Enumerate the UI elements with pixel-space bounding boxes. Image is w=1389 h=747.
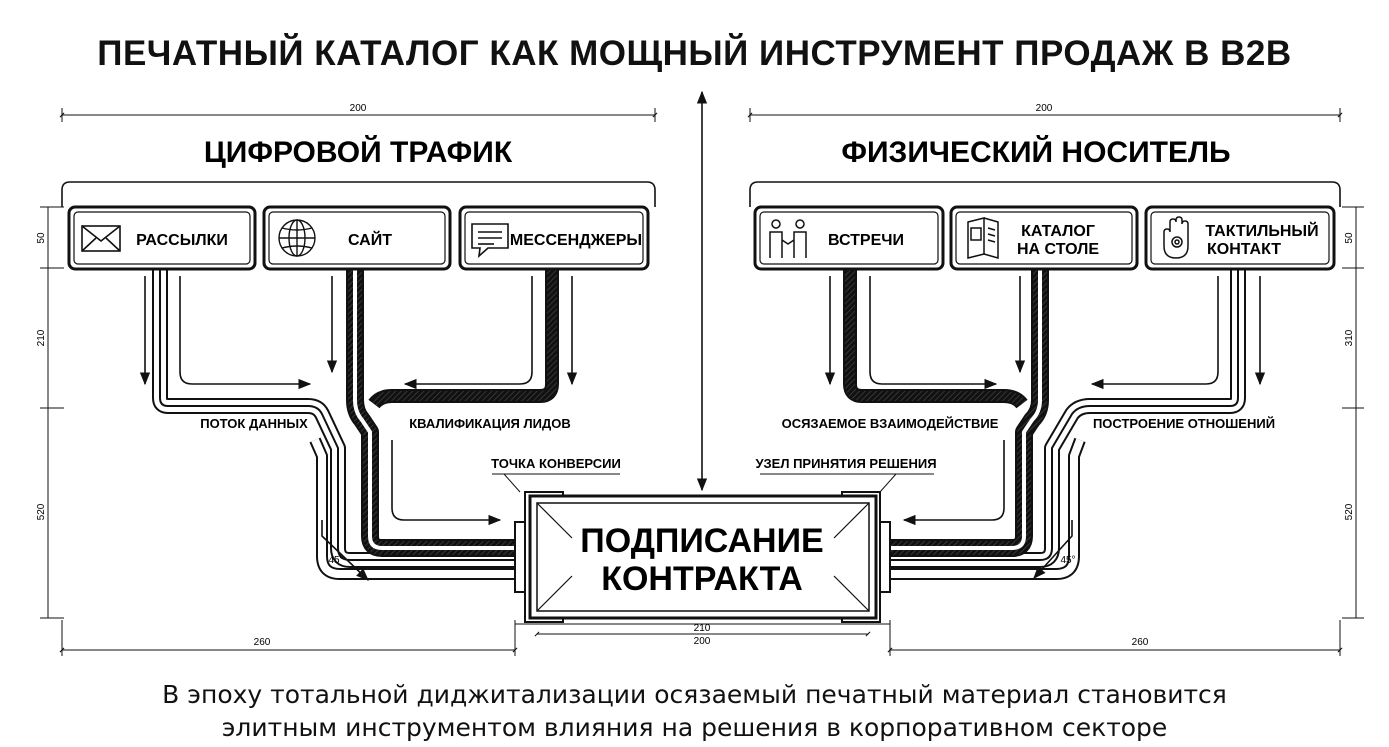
left-callout: ТОЧКА КОНВЕРСИИ (491, 456, 621, 471)
right-flow-label-2: ПОСТРОЕНИЕ ОТНОШЕНИЙ (1093, 416, 1275, 431)
left-dim-low: 520 (36, 503, 47, 520)
contract-block (514, 491, 891, 623)
messengers-label: МЕССЕНДЖЕРЫ (510, 232, 642, 249)
right-width-dim: 200 (1036, 103, 1053, 114)
diagram-title: ПЕЧАТНЫЙ КАТАЛОГ КАК МОЩНЫЙ ИНСТРУМЕНТ П… (97, 34, 1292, 73)
left-pipes (152, 270, 559, 580)
handshake-people-icon (769, 219, 807, 258)
tactile-label-2: КОНТАКТ (1207, 241, 1281, 258)
left-width-dim: 200 (350, 103, 367, 114)
mailings-label: РАССЫЛКИ (136, 232, 228, 249)
website-label: САЙТ (348, 230, 392, 249)
source-box-mailings: РАССЫЛКИ (67, 205, 257, 271)
tactile-label-1: ТАКТИЛЬНЫЙ (1205, 221, 1318, 240)
center-dimensions (515, 623, 890, 637)
contract-line-1: ПОДПИСАНИЕ (580, 522, 823, 560)
right-flow-arrows (824, 276, 1266, 579)
hand-touch-icon (1163, 216, 1189, 259)
caption: В эпоху тотальной диджитализации осязаем… (0, 678, 1389, 744)
catalog-label-1: КАТАЛОГ (1021, 223, 1095, 240)
source-box-website: САЙТ (262, 205, 452, 271)
center-dim-top: 210 (694, 623, 711, 634)
catalog-book-icon (967, 217, 999, 259)
left-flow-arrows (139, 276, 578, 581)
contract-line-2: КОНТРАКТА (601, 560, 803, 598)
source-box-messengers: МЕССЕНДЖЕРЫ (458, 205, 650, 271)
right-dim-low: 520 (1344, 503, 1355, 520)
globe-icon (278, 219, 316, 257)
right-callout: УЗЕЛ ПРИНЯТИЯ РЕШЕНИЯ (755, 456, 936, 471)
left-flow-label-2: КВАЛИФИКАЦИЯ ЛИДОВ (409, 416, 570, 431)
right-callout-leader (879, 473, 897, 493)
source-box-meetings: ВСТРЕЧИ (753, 205, 945, 271)
left-dim-bottom: 260 (254, 637, 271, 648)
catalog-label-2: НА СТОЛЕ (1017, 241, 1099, 258)
right-dim-mid: 310 (1344, 329, 1355, 346)
right-dimensions (747, 108, 1364, 656)
center-dim-bottom: 200 (694, 636, 711, 647)
caption-line-2: элитным инструментом влияния на решения … (221, 713, 1168, 742)
left-callout-leader (503, 473, 521, 493)
caption-line-1: В эпоху тотальной диджитализации осязаем… (162, 680, 1227, 709)
left-dim-mid: 210 (36, 329, 47, 346)
left-angle: 45° (328, 555, 343, 566)
left-dim-box-h: 50 (36, 232, 47, 244)
right-dim-box-h: 50 (1344, 232, 1355, 244)
left-header: ЦИФРОВОЙ ТРАФИК (204, 135, 513, 169)
source-box-catalog: КАТАЛОГ НА СТОЛЕ (949, 205, 1139, 271)
left-flow-label-1: ПОТОК ДАННЫХ (200, 416, 308, 431)
left-dimensions (40, 108, 658, 656)
chat-icon (471, 223, 509, 259)
right-angle: 45° (1060, 555, 1075, 566)
right-dim-bottom: 260 (1132, 637, 1149, 648)
right-pipes (843, 270, 1246, 580)
meetings-label: ВСТРЕЧИ (828, 232, 904, 249)
source-box-tactile: ТАКТИЛЬНЫЙ КОНТАКТ (1144, 205, 1336, 271)
envelope-icon (81, 225, 121, 252)
right-header: ФИЗИЧЕСКИЙ НОСИТЕЛЬ (841, 135, 1230, 169)
right-flow-label-1: ОСЯЗАЕМОЕ ВЗАИМОДЕЙСТВИЕ (782, 416, 999, 431)
